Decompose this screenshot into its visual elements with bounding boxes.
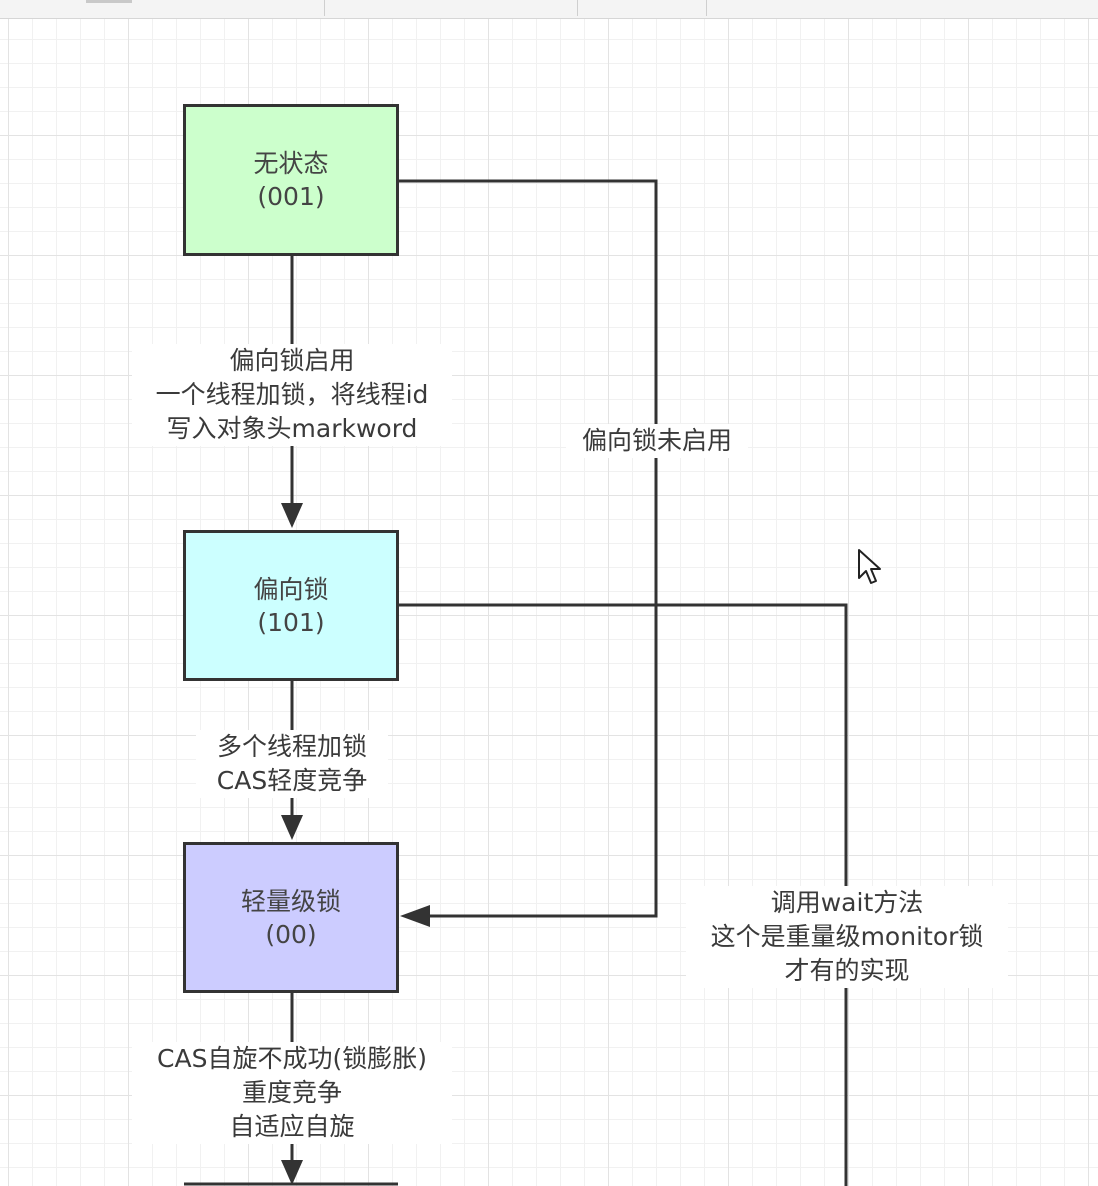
node-no-lock-code: (001) bbox=[257, 182, 325, 211]
edge-label-biased-enabled[interactable]: 偏向锁启用 一个线程加锁，将线程id 写入对象头markword bbox=[132, 344, 452, 446]
node-biased-lock[interactable]: 偏向锁 (101) bbox=[183, 530, 399, 681]
arrowhead-lightweight-to-heavyweight bbox=[281, 1160, 303, 1185]
edge-label-line: 这个是重量级monitor锁 bbox=[710, 922, 984, 951]
edge-label-line: 多个线程加锁 bbox=[216, 732, 367, 761]
edge-label-line: 偏向锁未启用 bbox=[581, 426, 732, 455]
node-lightweight-lock-code: (00) bbox=[265, 919, 317, 949]
node-no-lock[interactable]: 无状态 (001) bbox=[183, 104, 399, 256]
toolbar-segment bbox=[0, 0, 325, 16]
edge-label-line: 才有的实现 bbox=[784, 956, 910, 985]
edge-label-line: 自适应自旋 bbox=[229, 1112, 355, 1141]
arrowhead-nolock-to-biased bbox=[281, 503, 303, 528]
toolbar-segment bbox=[325, 0, 578, 16]
node-biased-lock-code: (101) bbox=[257, 607, 325, 637]
toolbar-strip bbox=[0, 0, 1098, 19]
arrowhead-biased-to-lightweight bbox=[281, 815, 303, 840]
node-lightweight-lock[interactable]: 轻量级锁 (00) bbox=[183, 842, 399, 993]
toolbar-tab-indicator bbox=[86, 0, 132, 3]
edge-label-line: 偏向锁启用 bbox=[229, 346, 355, 375]
edge-label-lock-inflation[interactable]: CAS自旋不成功(锁膨胀) 重度竞争 自适应自旋 bbox=[132, 1042, 452, 1144]
edge-label-multi-thread[interactable]: 多个线程加锁 CAS轻度竞争 bbox=[196, 730, 388, 798]
edge-label-line: 重度竞争 bbox=[241, 1078, 342, 1107]
edge-label-line: CAS轻度竞争 bbox=[216, 766, 368, 795]
edge-label-line: 一个线程加锁，将线程id bbox=[155, 380, 429, 409]
edge-label-biased-disabled[interactable]: 偏向锁未启用 bbox=[566, 424, 748, 458]
node-lightweight-lock-title: 轻量级锁 bbox=[240, 886, 341, 916]
edge-label-line: CAS自旋不成功(锁膨胀) bbox=[157, 1044, 427, 1073]
node-biased-lock-title: 偏向锁 bbox=[253, 574, 329, 604]
edge-label-wait-method[interactable]: 调用wait方法 这个是重量级monitor锁 才有的实现 bbox=[686, 886, 1008, 988]
node-no-lock-title: 无状态 bbox=[253, 149, 329, 178]
edge-biased-to-heavyweight[interactable] bbox=[398, 603, 848, 1186]
edge-nolock-to-lightweight[interactable] bbox=[398, 179, 658, 918]
toolbar-segment bbox=[578, 0, 707, 16]
arrowhead-nolock-to-lightweight bbox=[400, 905, 430, 927]
edge-label-line: 调用wait方法 bbox=[770, 888, 924, 917]
edge-label-line: 写入对象头markword bbox=[166, 414, 418, 443]
mouse-pointer-icon bbox=[858, 549, 881, 584]
